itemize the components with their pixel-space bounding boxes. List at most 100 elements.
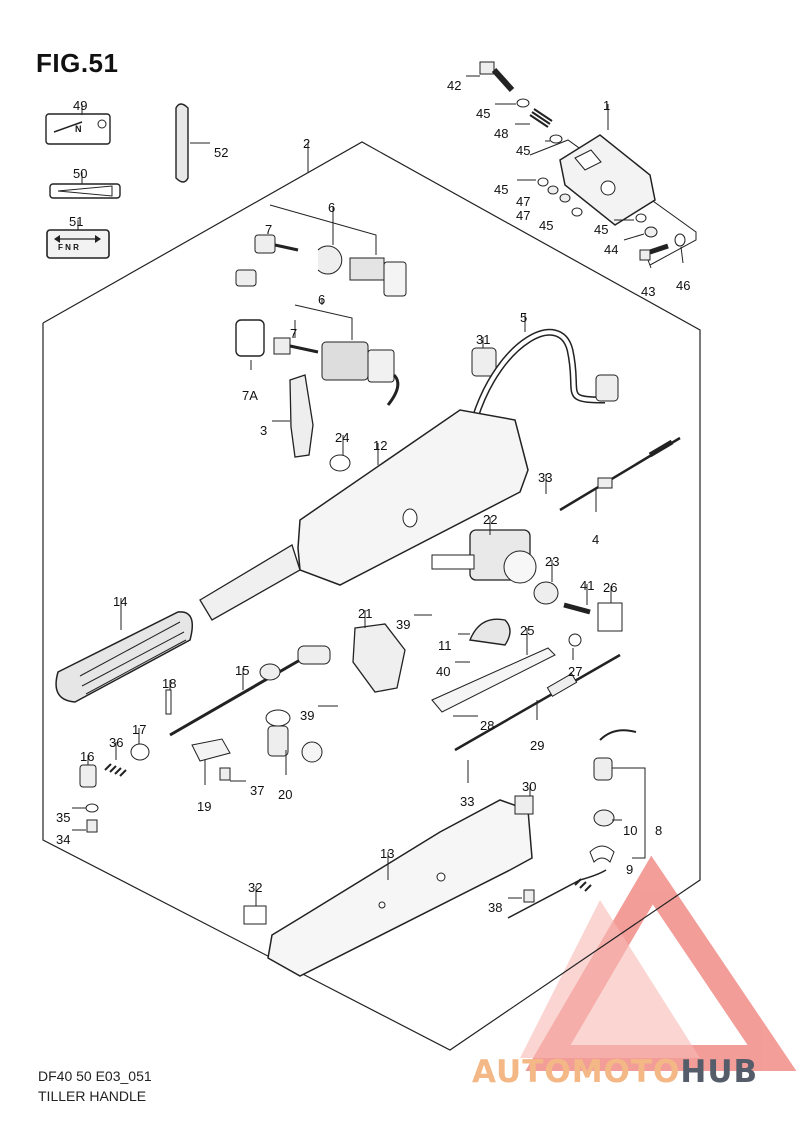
callout-33: 33 bbox=[460, 794, 474, 809]
callout-39: 39 bbox=[300, 708, 314, 723]
assembly-outline bbox=[42, 141, 701, 1051]
cap-17-icon bbox=[130, 743, 150, 761]
ball-27-icon bbox=[568, 633, 582, 647]
callout-43: 43 bbox=[641, 284, 655, 299]
callout-50: 50 bbox=[73, 166, 87, 181]
lanyard-cord-icon bbox=[507, 869, 607, 919]
callout-49: 49 bbox=[73, 98, 87, 113]
callout-47: 47 bbox=[516, 208, 530, 223]
neutral-mark-label: N bbox=[75, 124, 82, 134]
bolt-41-icon bbox=[563, 602, 591, 615]
grommet-30-icon bbox=[514, 795, 534, 815]
shift-plate-icon bbox=[46, 229, 110, 259]
callout-46: 46 bbox=[676, 278, 690, 293]
callout-44: 44 bbox=[604, 242, 618, 257]
tiller-handle-body-icon bbox=[199, 409, 529, 621]
callout-35: 35 bbox=[56, 810, 70, 825]
throttle-lever-assy-icon bbox=[431, 529, 537, 584]
callout-20: 20 bbox=[278, 787, 292, 802]
callout-21: 21 bbox=[358, 606, 372, 621]
callout-28: 28 bbox=[480, 718, 494, 733]
callout-23: 23 bbox=[545, 554, 559, 569]
watermark-brand-part2: HUB bbox=[680, 1054, 759, 1090]
watermark-text: AUTOMOTOHUB bbox=[472, 1054, 758, 1090]
callout-45: 45 bbox=[476, 106, 490, 121]
callout-45: 45 bbox=[494, 182, 508, 197]
key-switch-upper-icon bbox=[235, 234, 407, 297]
callout-19: 19 bbox=[197, 799, 211, 814]
leader-lines bbox=[72, 75, 684, 906]
collar-23-icon bbox=[533, 581, 559, 605]
callout-45: 45 bbox=[539, 218, 553, 233]
callout-10: 10 bbox=[623, 823, 637, 838]
knob-11-icon bbox=[469, 618, 511, 646]
callout-18: 18 bbox=[162, 676, 176, 691]
stopper-16-icon bbox=[79, 764, 97, 788]
callout-26: 26 bbox=[603, 580, 617, 595]
watermark-logo-icon bbox=[520, 855, 797, 1071]
key-switch-lower-icon bbox=[235, 319, 400, 406]
callout-12: 12 bbox=[373, 438, 387, 453]
callout-7: 7 bbox=[290, 326, 297, 341]
callout-3: 3 bbox=[260, 423, 267, 438]
clip-24-icon bbox=[329, 454, 351, 472]
harness-connector-icon bbox=[595, 374, 619, 402]
bracket-block-icon bbox=[559, 134, 656, 226]
callout-5: 5 bbox=[520, 310, 527, 325]
callout-25: 25 bbox=[520, 623, 534, 638]
lower-bolt-set-icon bbox=[635, 213, 686, 261]
grommet-31-icon bbox=[471, 347, 497, 377]
throttle-grip-icon bbox=[55, 611, 193, 703]
callout-31: 31 bbox=[476, 332, 490, 347]
nut-10-icon bbox=[593, 809, 615, 827]
callout-14: 14 bbox=[113, 594, 127, 609]
callout-36: 36 bbox=[109, 735, 123, 750]
callout-51: 51 bbox=[69, 214, 83, 229]
link-plate-25-icon bbox=[431, 647, 556, 713]
clamp-20-icon bbox=[265, 709, 323, 763]
bracket-19-icon bbox=[191, 738, 231, 762]
callout-29: 29 bbox=[530, 738, 544, 753]
callout-24: 24 bbox=[335, 430, 349, 445]
bracket-21-icon bbox=[352, 623, 406, 693]
callout-34: 34 bbox=[56, 832, 70, 847]
callout-13: 13 bbox=[380, 846, 394, 861]
callout-11: 11 bbox=[438, 638, 452, 653]
arrow-decal-icon bbox=[49, 183, 121, 199]
callout-47: 47 bbox=[516, 194, 530, 209]
stop-lever-icon bbox=[289, 374, 314, 458]
callout-40: 40 bbox=[436, 664, 450, 679]
shift-rod-15-icon bbox=[169, 645, 331, 737]
clip-32-icon bbox=[243, 905, 267, 925]
plate-26-icon bbox=[597, 602, 623, 632]
callout-22: 22 bbox=[483, 512, 497, 527]
bushing-set-icon bbox=[537, 177, 583, 217]
callout-33: 33 bbox=[538, 470, 552, 485]
callout-8: 8 bbox=[655, 823, 662, 838]
callout-32: 32 bbox=[248, 880, 262, 895]
neutral-sticker-icon bbox=[45, 113, 111, 145]
callout-6: 6 bbox=[328, 200, 335, 215]
screw-37-icon bbox=[219, 767, 231, 781]
callout-7a: 7A bbox=[242, 388, 258, 403]
callout-15: 15 bbox=[235, 663, 249, 678]
callout-38: 38 bbox=[488, 900, 502, 915]
callout-17: 17 bbox=[132, 722, 146, 737]
callout-16: 16 bbox=[80, 749, 94, 764]
callout-52: 52 bbox=[214, 145, 228, 160]
shift-plate-label: F N R bbox=[58, 243, 79, 252]
callout-45: 45 bbox=[516, 143, 530, 158]
callout-41: 41 bbox=[580, 578, 594, 593]
callout-2: 2 bbox=[303, 136, 310, 151]
callout-27: 27 bbox=[568, 664, 582, 679]
diagram-code: DF40 50 E03_051 bbox=[38, 1068, 152, 1084]
callout-48: 48 bbox=[494, 126, 508, 141]
callout-42: 42 bbox=[447, 78, 461, 93]
screw-38-icon bbox=[523, 889, 535, 903]
top-bolt-stack-icon bbox=[479, 61, 563, 144]
stop-switch-8-icon bbox=[593, 729, 637, 781]
watermark-brand-part1: AUTOMOTO bbox=[472, 1054, 681, 1090]
